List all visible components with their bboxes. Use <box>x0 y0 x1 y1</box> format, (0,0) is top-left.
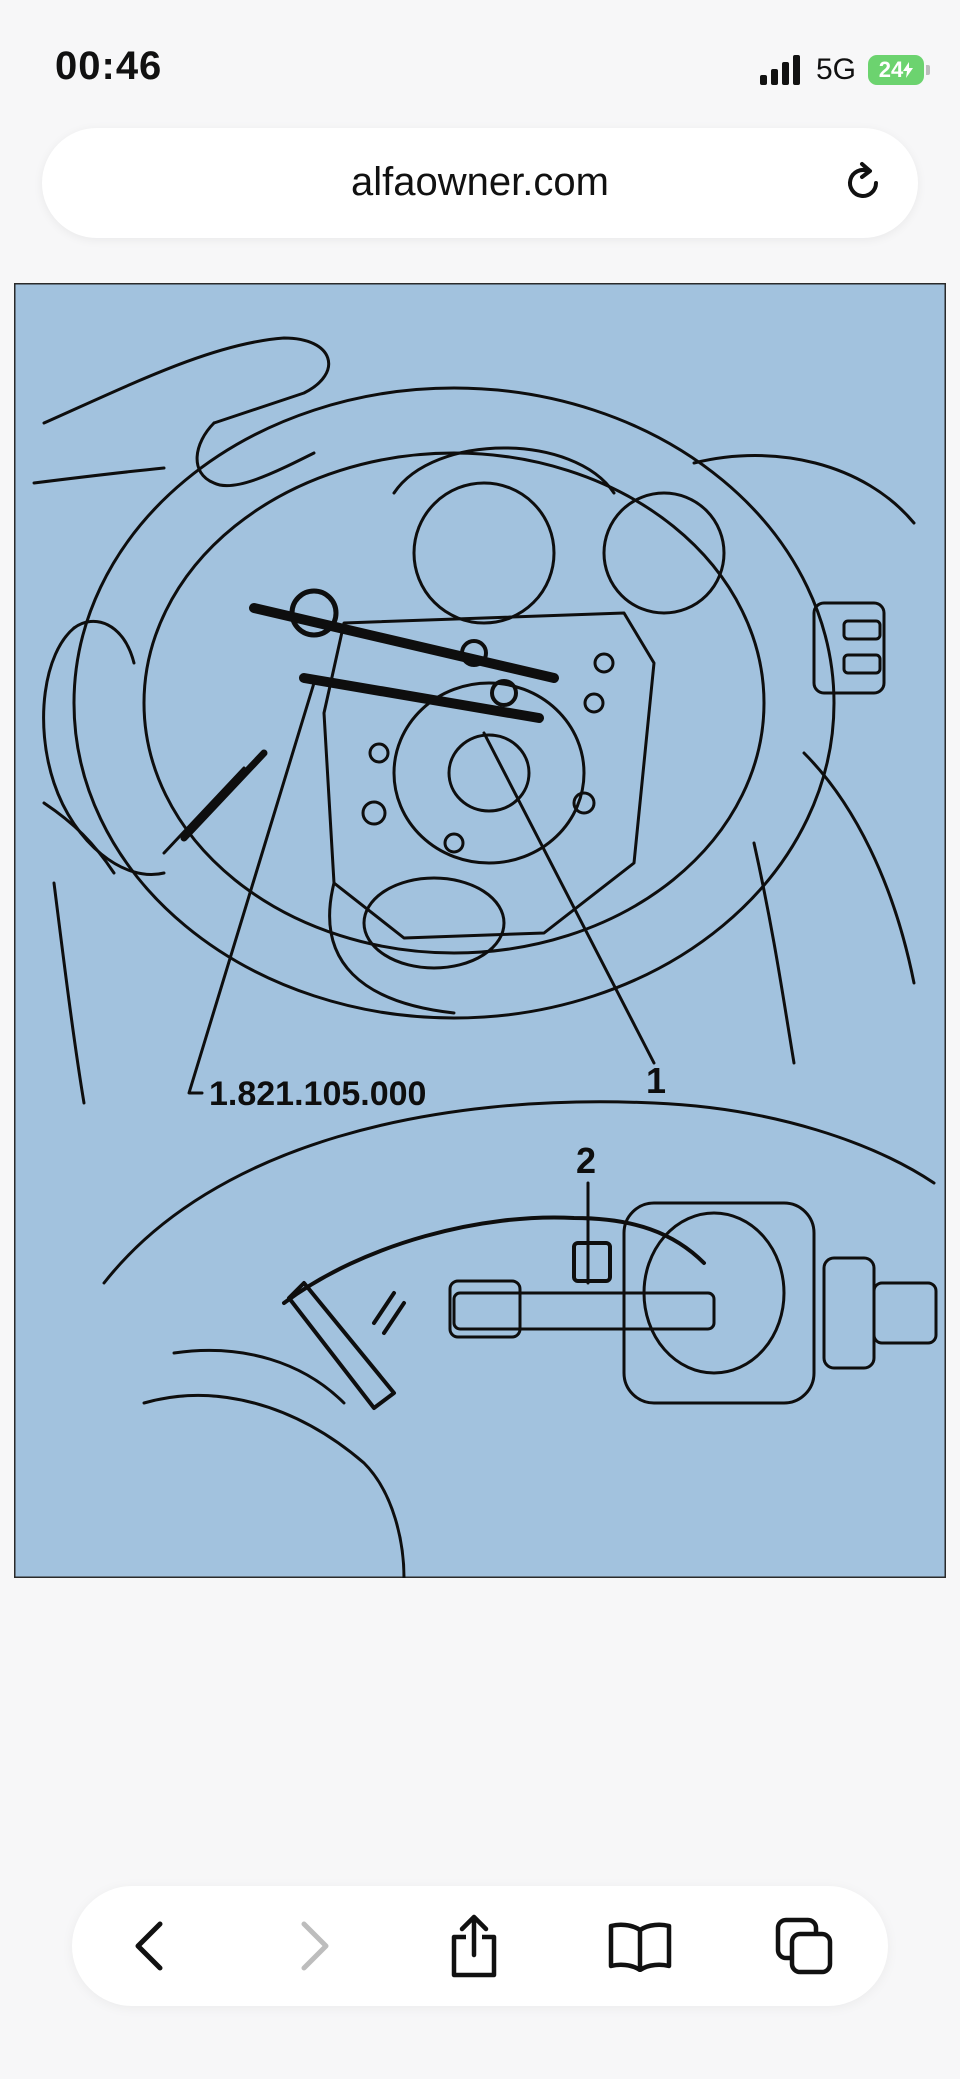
airbag-module <box>142 1394 406 1578</box>
hub-hole <box>368 742 390 764</box>
airbag-connector <box>572 1241 612 1283</box>
part-number-label: 1.821.105.000 <box>209 1075 426 1113</box>
hub-plate <box>322 611 656 940</box>
bookmarks-button[interactable] <box>602 1908 678 1984</box>
tool-bolt <box>460 639 488 667</box>
shaft-end <box>448 1279 522 1339</box>
hub-boss <box>447 733 531 813</box>
upper-hand-fingers <box>195 421 316 488</box>
hub-hole <box>572 791 596 815</box>
inset-arc <box>102 1100 936 1285</box>
signal-icon <box>759 55 800 85</box>
gauge-left <box>412 481 556 625</box>
status-bar: 00:46 5G 24 <box>0 0 960 120</box>
bookmarks-icon[interactable] <box>607 1920 673 1972</box>
airbag-wire <box>282 1215 706 1305</box>
tool-bolt <box>490 679 518 707</box>
share-button[interactable] <box>436 1908 512 1984</box>
lower-hand <box>42 626 166 876</box>
steering-wheel-diagram: 1.821.105.000 1 2 <box>14 283 946 1578</box>
column-shaft <box>452 1291 716 1331</box>
battery-level: 24 <box>878 57 904 82</box>
dash-curve <box>802 751 916 985</box>
forward-icon[interactable] <box>294 1918 334 1974</box>
figure-background <box>14 283 946 1578</box>
status-time: 00:46 <box>55 44 163 88</box>
status-indicators: 5G 24 <box>759 50 930 90</box>
tabs-icon[interactable] <box>774 1916 834 1976</box>
upper-hand <box>42 336 331 425</box>
dash-switch <box>842 619 882 641</box>
hub-hole <box>361 800 387 826</box>
forward-button[interactable] <box>276 1908 352 1984</box>
battery-icon: 24 <box>868 55 930 85</box>
tool-arm-upper <box>249 603 559 683</box>
upper-arm <box>32 466 166 485</box>
dash-switch <box>842 653 882 675</box>
leader-line-tool <box>187 681 316 1095</box>
steering-wheel-rim-outer <box>72 386 836 1020</box>
technical-illustration: 1.821.105.000 1 2 <box>14 283 946 1578</box>
airbag-module-inner <box>172 1349 346 1405</box>
hub-hole <box>583 692 605 714</box>
gauge-hood <box>392 446 616 495</box>
lower-spoke <box>328 881 456 1015</box>
dash-top <box>692 454 916 525</box>
browser-toolbar <box>72 1886 888 2006</box>
airbag-module-edge <box>287 1281 396 1410</box>
hub-center <box>392 681 586 865</box>
url-text[interactable]: alfaowner.com <box>351 160 609 204</box>
lower-arm <box>52 881 86 1105</box>
airbag-pins <box>372 1291 406 1335</box>
tabs-button[interactable] <box>766 1908 842 1984</box>
stalk <box>872 1281 938 1345</box>
share-icon[interactable] <box>446 1913 502 1979</box>
tool-handle-edge <box>162 766 246 855</box>
callout-2-label: 2 <box>576 1140 596 1181</box>
lower-thumb <box>72 619 136 665</box>
dash-switch-block <box>812 601 886 695</box>
callout-1-label: 1 <box>646 1060 666 1101</box>
back-icon[interactable] <box>130 1918 170 1974</box>
hub-hole <box>443 832 465 854</box>
gauge-right <box>602 491 726 615</box>
lower-spoke-pad <box>362 876 506 970</box>
column-shroud-edge <box>752 841 796 1065</box>
network-type: 5G <box>815 53 856 86</box>
line-art <box>32 336 938 1578</box>
charging-bolt-icon <box>903 62 914 78</box>
address-bar[interactable]: alfaowner.com <box>42 128 918 238</box>
hub-hole <box>593 652 615 674</box>
tool-arm-lower <box>299 673 544 723</box>
reload-icon[interactable] <box>838 158 888 208</box>
tool-handle <box>180 749 268 842</box>
column-switch-housing <box>622 1201 816 1405</box>
leader-line-1 <box>482 731 656 1065</box>
back-button[interactable] <box>112 1908 188 1984</box>
lower-fingers <box>42 801 116 875</box>
